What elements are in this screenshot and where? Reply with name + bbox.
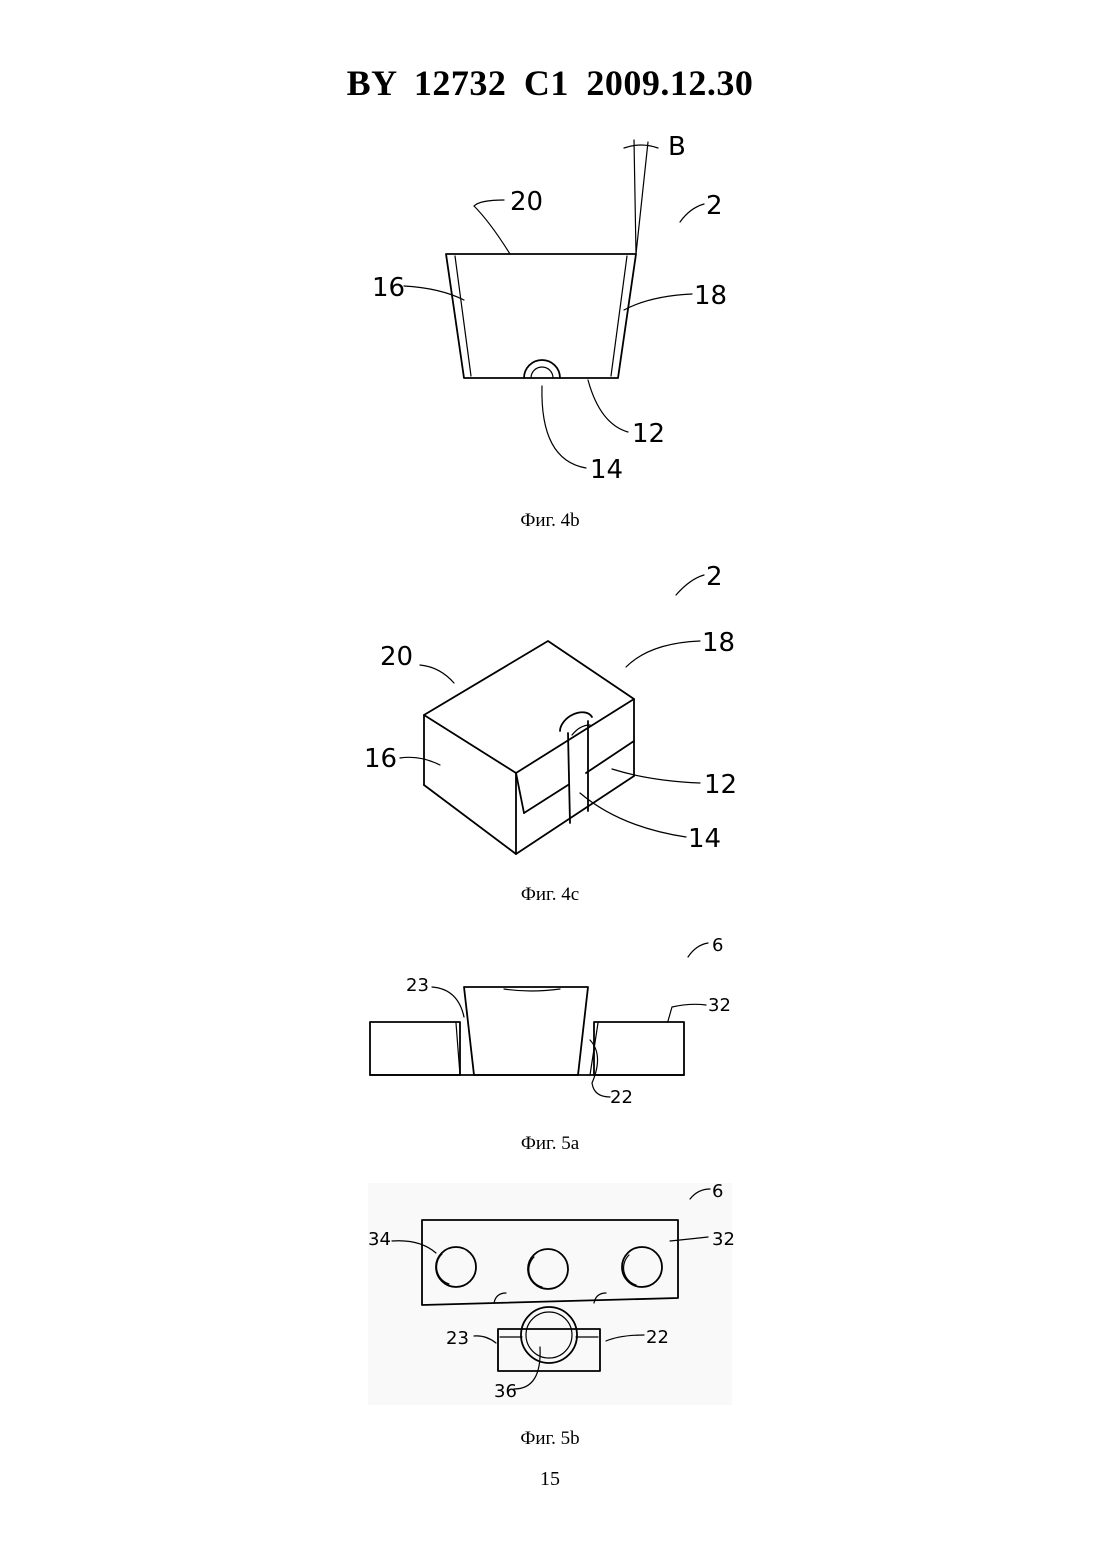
label-22: 22 [610, 1087, 633, 1108]
caption-fig-4b: Фиг. 4b [0, 510, 1100, 532]
document-header: BY 12732 C1 2009.12.30 [0, 62, 1100, 104]
label-32: 32 [712, 1229, 735, 1250]
label-32: 32 [708, 995, 731, 1016]
label-36: 36 [494, 1381, 517, 1402]
label-b: B [668, 132, 686, 162]
label-18: 18 [694, 281, 727, 311]
label-16: 16 [364, 744, 397, 774]
label-6: 6 [712, 935, 723, 956]
label-34: 34 [368, 1229, 391, 1250]
page-number: 15 [0, 1468, 1100, 1491]
label-16: 16 [372, 273, 405, 303]
label-2: 2 [706, 191, 723, 221]
label-23: 23 [406, 975, 429, 996]
label-18: 18 [702, 628, 735, 658]
label-12: 12 [704, 770, 737, 800]
figure-5b-drawing: 6 34 32 23 22 36 [0, 1175, 1100, 1415]
label-14: 14 [590, 455, 623, 485]
figure-4b-drawing: B 2 20 16 18 12 14 [0, 130, 1100, 510]
label-23: 23 [446, 1328, 469, 1349]
caption-fig-5a: Фиг. 5a [0, 1133, 1100, 1155]
caption-fig-5b: Фиг. 5b [0, 1428, 1100, 1450]
label-2: 2 [706, 562, 723, 592]
figure-5a-drawing: 6 23 32 22 [0, 925, 1100, 1115]
label-14: 14 [688, 824, 721, 854]
label-22: 22 [646, 1327, 669, 1348]
label-20: 20 [380, 642, 413, 672]
label-6: 6 [712, 1181, 723, 1202]
label-12: 12 [632, 419, 665, 449]
figure-4c-drawing: 2 20 18 16 12 14 [0, 555, 1100, 875]
label-20: 20 [510, 187, 543, 217]
caption-fig-4c: Фиг. 4c [0, 884, 1100, 906]
